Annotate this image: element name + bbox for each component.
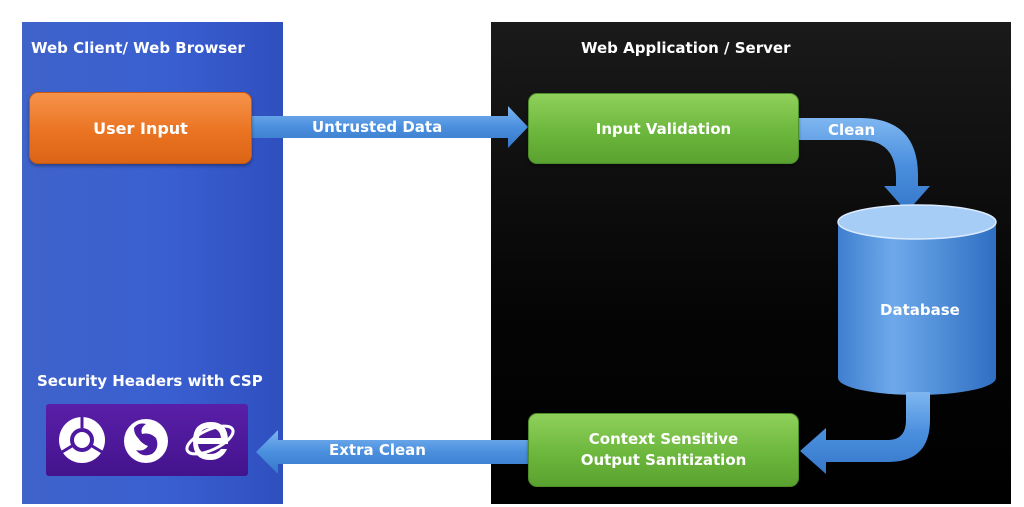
extra-clean-label: Extra Clean xyxy=(329,441,426,459)
internet-explorer-icon xyxy=(185,422,235,460)
user-input-label: User Input xyxy=(93,118,188,138)
database-label: Database xyxy=(880,301,960,319)
firefox-icon xyxy=(124,419,168,463)
input-validation-box: Input Validation xyxy=(528,93,799,164)
output-sanitization-line1: Context Sensitive xyxy=(588,430,739,448)
client-panel-title: Web Client/ Web Browser xyxy=(31,39,245,57)
database-cylinder xyxy=(837,204,997,395)
clean-arrow xyxy=(797,118,930,212)
output-sanitization-box: Context Sensitive Output Sanitization xyxy=(528,413,799,487)
untrusted-data-label: Untrusted Data xyxy=(312,118,443,136)
output-sanitization-line2: Output Sanitization xyxy=(580,451,747,469)
server-panel-title: Web Application / Server xyxy=(581,39,791,57)
user-input-box: User Input xyxy=(29,92,252,164)
chrome-icon xyxy=(59,417,105,463)
input-validation-label: Input Validation xyxy=(595,119,732,138)
extra-clean-arrow xyxy=(256,430,528,474)
security-headers-label: Security Headers with CSP xyxy=(37,372,263,390)
browser-icons-strip xyxy=(46,404,248,476)
clean-label: Clean xyxy=(828,121,876,139)
database-output-arrow xyxy=(800,392,930,474)
untrusted-data-arrow xyxy=(250,106,528,148)
